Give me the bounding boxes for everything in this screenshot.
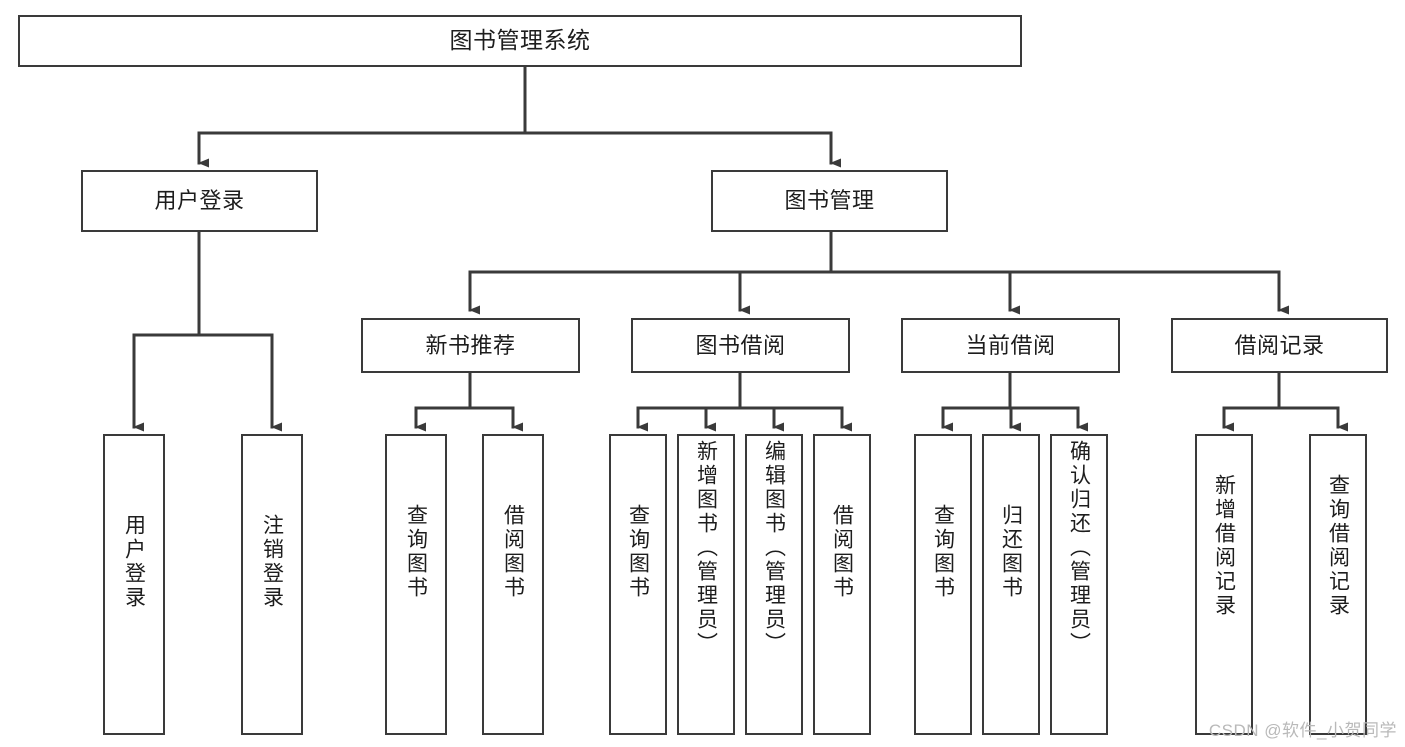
node-new-book-rec[interactable]: 新书推荐	[361, 318, 580, 373]
leaf-query-record-label: 查询借阅记录	[1326, 474, 1350, 618]
leaf-confirm-return-label: 确认归还（管理员）	[1067, 440, 1091, 656]
node-current-borrow[interactable]: 当前借阅	[901, 318, 1120, 373]
node-book-borrow-label: 图书借阅	[695, 332, 786, 358]
leaf-borrow-book-1[interactable]: 借阅图书	[482, 434, 544, 735]
leaf-query-book-2[interactable]: 查询图书	[609, 434, 667, 735]
node-borrow-record-label: 借阅记录	[1234, 332, 1325, 358]
node-new-book-rec-label: 新书推荐	[425, 332, 516, 358]
node-current-borrow-label: 当前借阅	[965, 332, 1056, 358]
leaf-query-book-1[interactable]: 查询图书	[385, 434, 447, 735]
leaf-add-record[interactable]: 新增借阅记录	[1195, 434, 1253, 735]
leaf-query-book-1-label: 查询图书	[404, 504, 428, 600]
leaf-borrow-book-2[interactable]: 借阅图书	[813, 434, 871, 735]
leaf-borrow-book-1-label: 借阅图书	[501, 504, 525, 600]
leaf-add-record-label: 新增借阅记录	[1212, 474, 1236, 618]
node-root-label: 图书管理系统	[449, 27, 591, 54]
leaf-query-book-3[interactable]: 查询图书	[914, 434, 972, 735]
leaf-return-book[interactable]: 归还图书	[982, 434, 1040, 735]
leaf-add-book[interactable]: 新增图书（管理员）	[677, 434, 735, 735]
node-user-login[interactable]: 用户登录	[81, 170, 318, 232]
node-book-manage[interactable]: 图书管理	[711, 170, 948, 232]
leaf-add-book-label: 新增图书（管理员）	[694, 440, 718, 656]
leaf-edit-book-label: 编辑图书（管理员）	[762, 440, 786, 656]
node-borrow-record[interactable]: 借阅记录	[1171, 318, 1388, 373]
leaf-confirm-return[interactable]: 确认归还（管理员）	[1050, 434, 1108, 735]
leaf-query-book-2-label: 查询图书	[626, 504, 650, 600]
node-book-manage-label: 图书管理	[784, 188, 875, 214]
leaf-borrow-book-2-label: 借阅图书	[830, 504, 854, 600]
leaf-logout[interactable]: 注销登录	[241, 434, 303, 735]
csdn-watermark: CSDN @软件_小贺同学	[1208, 721, 1397, 740]
leaf-query-book-3-label: 查询图书	[931, 504, 955, 600]
leaf-edit-book[interactable]: 编辑图书（管理员）	[745, 434, 803, 735]
node-root[interactable]: 图书管理系统	[18, 15, 1022, 67]
leaf-logout-label: 注销登录	[260, 514, 284, 610]
leaf-query-record[interactable]: 查询借阅记录	[1309, 434, 1367, 735]
leaf-user-login[interactable]: 用户登录	[103, 434, 165, 735]
leaf-user-login-label: 用户登录	[122, 514, 146, 610]
leaf-return-book-label: 归还图书	[999, 504, 1023, 600]
node-book-borrow[interactable]: 图书借阅	[631, 318, 850, 373]
node-user-login-label: 用户登录	[154, 188, 245, 214]
